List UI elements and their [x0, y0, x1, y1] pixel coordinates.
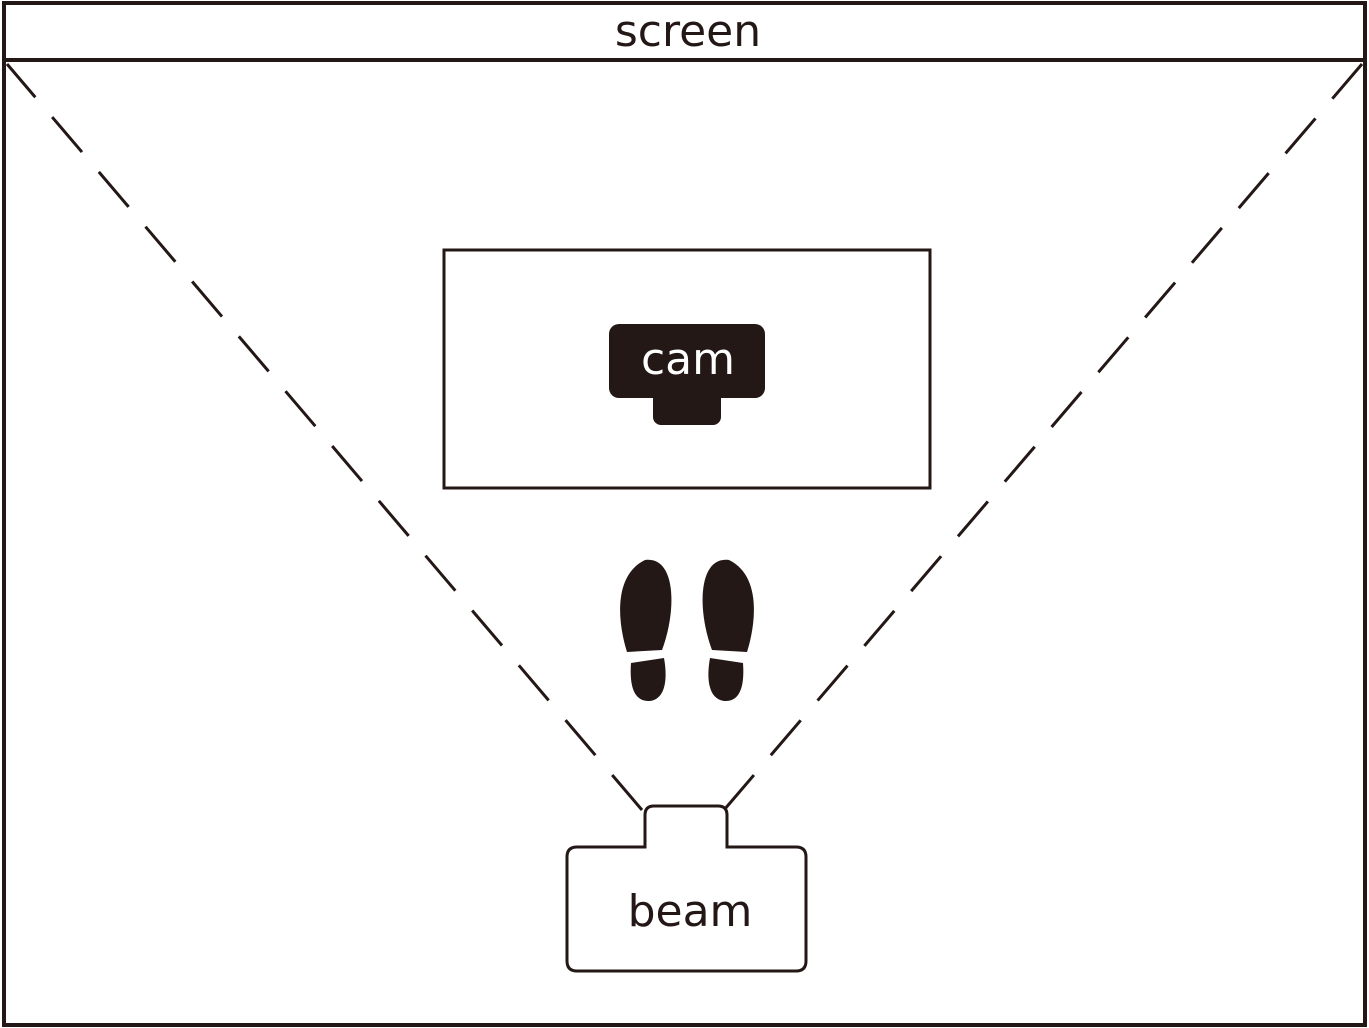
beam-label: beam [628, 886, 753, 937]
projector-icon: beam [565, 804, 808, 973]
right-footprint [702, 559, 754, 702]
right-footprint-sole [702, 559, 754, 652]
projector-outline [565, 804, 808, 973]
right-footprint-heel [708, 658, 744, 702]
screen: screen [4, 6, 1365, 62]
camera-base [653, 388, 721, 425]
screen-label: screen [615, 6, 761, 57]
projection-cone [5, 63, 1364, 811]
camera-body [609, 324, 765, 398]
camera-icon: cam [609, 324, 765, 425]
projection-line-left [5, 63, 644, 811]
footprints-icon [620, 559, 754, 702]
left-footprint-heel [630, 658, 666, 702]
left-footprint-sole [620, 559, 672, 652]
left-footprint [620, 559, 672, 702]
projection-line-right [722, 63, 1364, 811]
camera-zone [442, 248, 932, 490]
cam-label: cam [641, 334, 735, 385]
